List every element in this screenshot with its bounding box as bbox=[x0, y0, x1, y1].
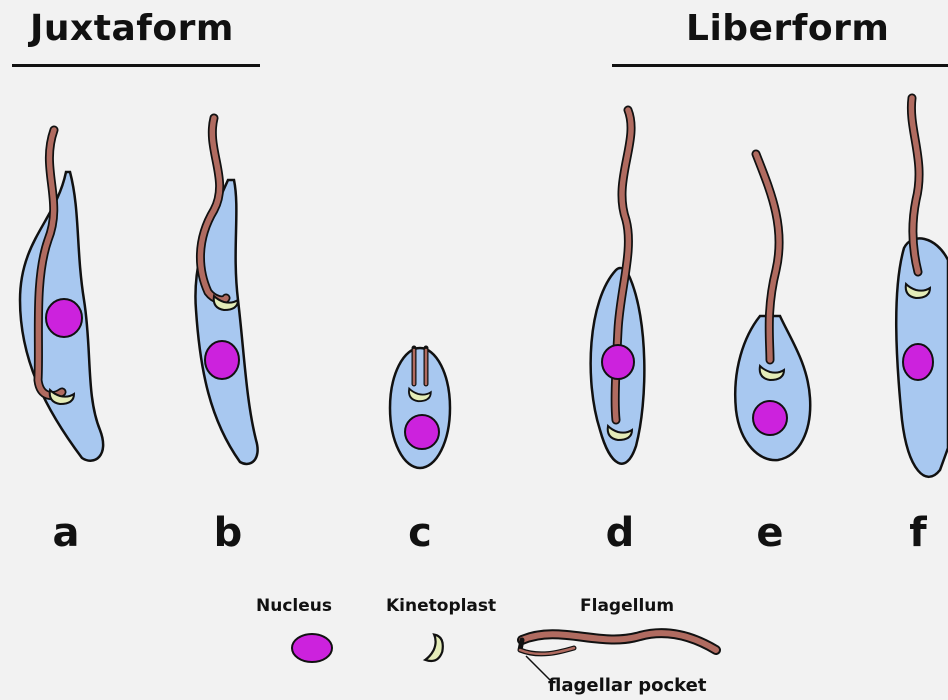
cell-f bbox=[896, 98, 948, 477]
cell-label-a: a bbox=[36, 510, 96, 556]
cell-label-c: c bbox=[390, 510, 450, 556]
cell-d bbox=[591, 110, 645, 464]
legend-nucleus-label: Nucleus bbox=[256, 596, 332, 616]
cell-c-body bbox=[390, 348, 450, 468]
cell-label-d: d bbox=[590, 510, 650, 556]
cell-a-nucleus bbox=[46, 299, 82, 337]
cell-c-nucleus bbox=[405, 415, 439, 449]
cell-e-nucleus bbox=[753, 401, 787, 435]
cell-c bbox=[390, 348, 450, 468]
cell-label-b: b bbox=[198, 510, 258, 556]
legend-nucleus-symbol bbox=[292, 634, 332, 662]
cell-b bbox=[195, 118, 257, 464]
cell-label-e: e bbox=[740, 510, 800, 556]
legend-flagellar-pocket-label: flagellar pocket bbox=[548, 675, 706, 696]
cell-a bbox=[20, 130, 103, 461]
cell-d-nucleus bbox=[602, 345, 634, 379]
legend-kinetoplast-label: Kinetoplast bbox=[386, 596, 496, 616]
legend-kinetoplast-symbol bbox=[425, 634, 445, 663]
cell-e bbox=[735, 154, 810, 460]
cell-label-f: f bbox=[888, 510, 948, 556]
cell-f-nucleus bbox=[903, 344, 933, 380]
cell-b-nucleus bbox=[205, 341, 239, 379]
legend-flagellum-label: Flagellum bbox=[580, 596, 674, 616]
